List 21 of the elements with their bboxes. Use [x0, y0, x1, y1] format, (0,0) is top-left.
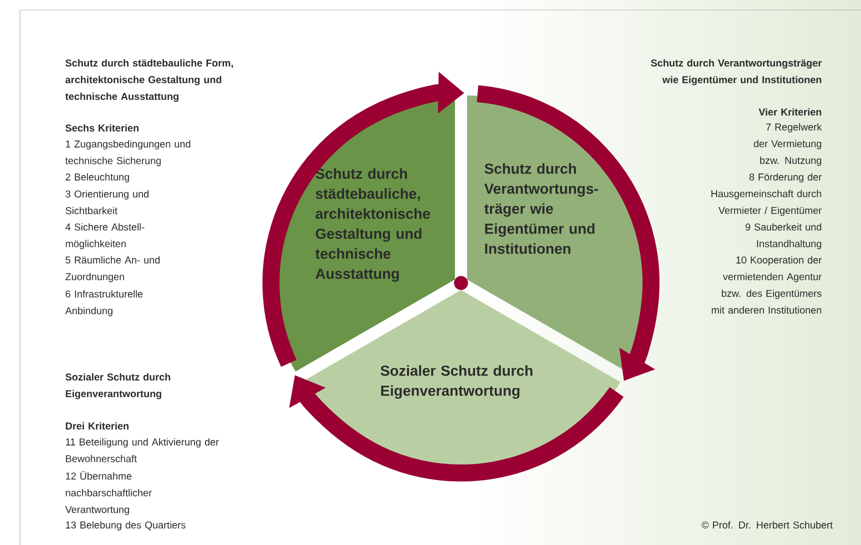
list-item: 2 Beleuchtung — [66, 173, 130, 182]
list-item: 6 Infrastrukturelle Anbindung — [65, 290, 143, 316]
sector: Sozialer Schutz durch Eigenverantwortung — [302, 290, 620, 474]
list-item: 10 Kooperation der vermietenden Agentur bzw. des Eigentümers mit anderen Institutionen — [712, 256, 822, 314]
list-item: 9 Sauberkeit und Instandhaltung — [746, 223, 822, 250]
list-item: 3 Orientierung und Sichtbarkeit — [66, 190, 148, 214]
list-item: 8 Förderung der Hausgemeinschaft durch Vermieter / Eigentümer — [711, 173, 822, 216]
list-item: 12 Übernahme nachbarschaftlicher Verantwortung — [65, 471, 152, 516]
heading: Sozialer Schutz durch Eigenverantwortung — [66, 373, 170, 400]
list-item: 11 Beteiligung und Aktivierung der Bewohnerschaft — [66, 438, 219, 462]
copyright-note: © Prof. Dr. Herbert Schubert — [702, 521, 833, 529]
heading: Schutz durch Verantwortungsträger wie Eigentümer und Institutionen — [650, 59, 822, 86]
list-item: 4 Sichere Abstell-möglichkeiten — [65, 223, 144, 250]
heading: Sechs Kriterien — [66, 124, 138, 132]
heading: Drei Kriterien — [66, 422, 128, 430]
heading: Vier Kriterien — [758, 108, 822, 116]
list-item: 7 Regelwerk der Vermietung bzw. Nutzung — [754, 123, 822, 166]
list-item: 13 Belebung des Quartiers — [66, 521, 186, 530]
list-item: 1 Zugangsbedingungen und technische Sicherung — [65, 140, 190, 166]
heading: Schutz durch städtebauliche Form, architektonische Gestaltung und technische Ausstattung — [65, 59, 233, 102]
list-item: 5 Räumliche An- und Zuordnungen — [66, 256, 160, 282]
